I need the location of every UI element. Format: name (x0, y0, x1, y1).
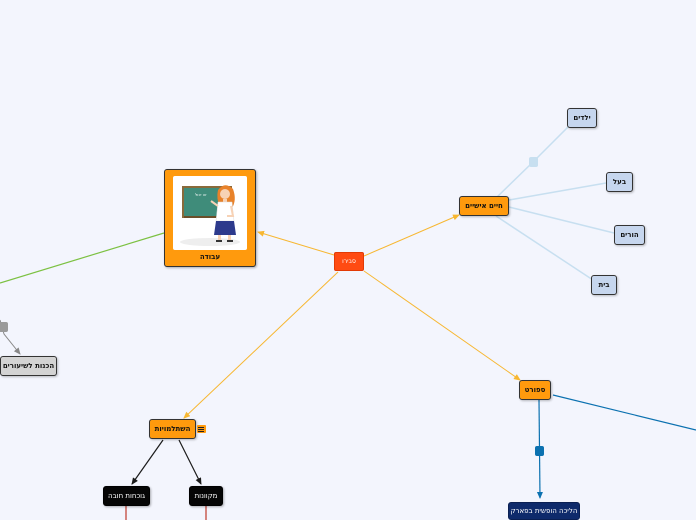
topic-studies-label: השתלמויות (154, 425, 191, 433)
teacher-image: זה יכול (180, 185, 240, 246)
subtopic-walking[interactable]: הליכה הופשית בפארק (508, 502, 580, 520)
subtopic-children-label: ילדים (573, 114, 591, 122)
collapse-handle-prep[interactable] (0, 322, 8, 332)
subtopic-parents[interactable]: הורים (614, 225, 645, 245)
subtopic-parents-label: הורים (620, 231, 639, 239)
edge-central-work (257, 230, 335, 256)
subtopic-walking-label: הליכה הופשית בפארק (510, 507, 578, 515)
collapse-handle-people[interactable] (529, 157, 538, 167)
people-branch-lines (495, 125, 615, 281)
subtopic-husband-label: בעל (612, 178, 627, 186)
topic-leisure-label: ספורט (524, 386, 546, 394)
subtopic-children[interactable]: ילדים (567, 108, 597, 128)
collapse-handle-leisure[interactable] (535, 446, 544, 456)
topic-leisure[interactable]: ספורט (519, 380, 551, 400)
subtopic-lesson-prep-label: הכנות לשיעורים (2, 362, 55, 370)
subtopic-mandatory-attendance-label: גוכחות חובה (108, 492, 145, 500)
edge-work-offscreen (0, 232, 165, 284)
chalk-text: זה יכול (195, 192, 207, 197)
subtopic-husband[interactable]: בעל (606, 172, 633, 192)
notes-icon[interactable] (197, 425, 206, 433)
central-topic[interactable]: סבירו (334, 252, 364, 271)
subtopic-online-label: מקוונות (194, 492, 218, 500)
subtopic-mandatory-attendance[interactable]: גוכחות חובה (103, 486, 150, 506)
edge-leisure-offscreen (552, 394, 696, 431)
edge-studies-optional (178, 439, 202, 485)
subtopic-home[interactable]: בית (591, 275, 617, 295)
central-topic-label: סבירו (342, 258, 356, 265)
topic-personal-life[interactable]: חיים אישיים (459, 196, 509, 216)
edge-studies-mandatory (131, 439, 164, 485)
edge-central-studies (183, 271, 339, 419)
topic-work[interactable]: זה יכול עבודה (164, 169, 256, 267)
subtopic-online[interactable]: מקוונות (189, 486, 223, 506)
topic-personal-life-label: חיים אישיים (465, 202, 503, 210)
subtopic-lesson-prep[interactable]: הכנות לשיעורים (0, 356, 57, 376)
edge-central-leisure (363, 270, 521, 381)
teacher-illustration: זה יכול (173, 176, 247, 250)
topic-work-label: עבודה (199, 253, 221, 261)
subtopic-home-label: בית (598, 281, 610, 289)
topic-studies[interactable]: השתלמויות (149, 419, 196, 439)
edge-central-people (363, 214, 460, 257)
